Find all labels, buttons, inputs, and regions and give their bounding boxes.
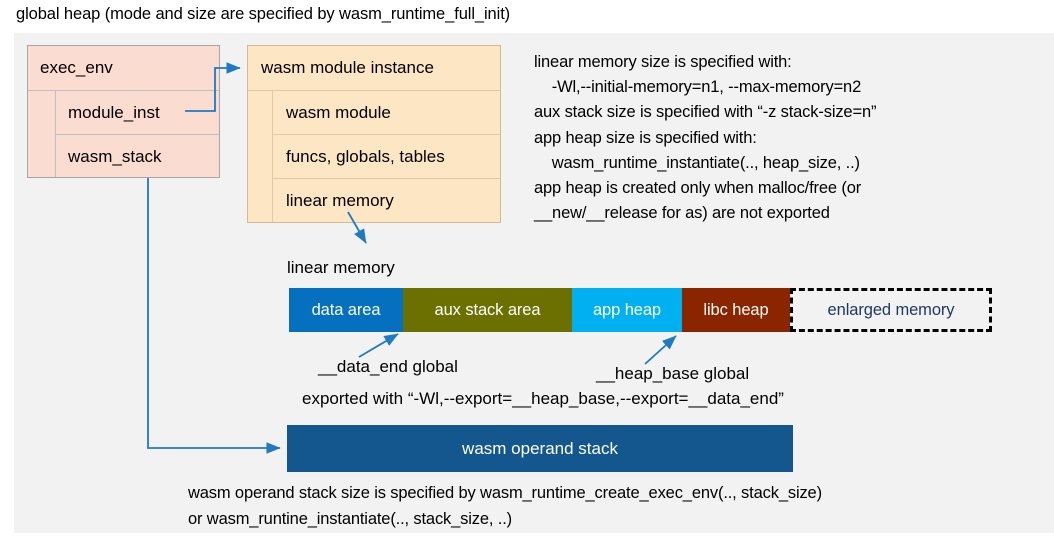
memory-segment-aux-stack-area: aux stack area	[403, 288, 572, 332]
wasm-module-instance-header: wasm module instance	[248, 46, 500, 91]
exec-env-field-wasm-stack: wasm_stack	[68, 147, 162, 166]
wasm-operand-stack-bar: wasm operand stack	[287, 425, 793, 472]
exec-env-header: exec_env	[28, 46, 219, 91]
memory-segment-data-area: data area	[289, 288, 403, 332]
memory-segment-libc-heap: libc heap	[682, 288, 790, 332]
wasm-module-instance-field-funcs-globals-tables: funcs, globals, tables	[273, 135, 500, 179]
page-title: global heap (mode and size are specified…	[16, 5, 511, 23]
annotation-export: exported with “-Wl,--export=__heap_base,…	[302, 389, 784, 408]
linear-memory-label: linear memory	[287, 258, 395, 277]
memory-segment-enlarged-memory: enlarged memory	[790, 288, 992, 332]
sizing-notes: linear memory size is specified with: -W…	[534, 53, 877, 223]
exec-env-box: exec_env module_inst wasm_stack	[27, 45, 220, 178]
exec-env-indent-column	[28, 91, 56, 177]
exec-env-field-module-inst: module_inst	[56, 91, 219, 135]
operand-stack-note: wasm operand stack size is specified by …	[188, 484, 822, 528]
annotation-heap-base: __heap_base global	[596, 364, 750, 383]
wasm-module-instance-box: wasm module instance wasm module funcs, …	[247, 45, 501, 223]
wasm-module-instance-indent-column	[248, 91, 273, 222]
annotation-data-end: __data_end global	[318, 357, 458, 376]
wasm-module-instance-field-wasm-module: wasm module	[273, 91, 500, 135]
memory-segment-app-heap: app heap	[572, 288, 682, 332]
wasm-module-instance-field-linear-memory: linear memory	[286, 191, 394, 210]
